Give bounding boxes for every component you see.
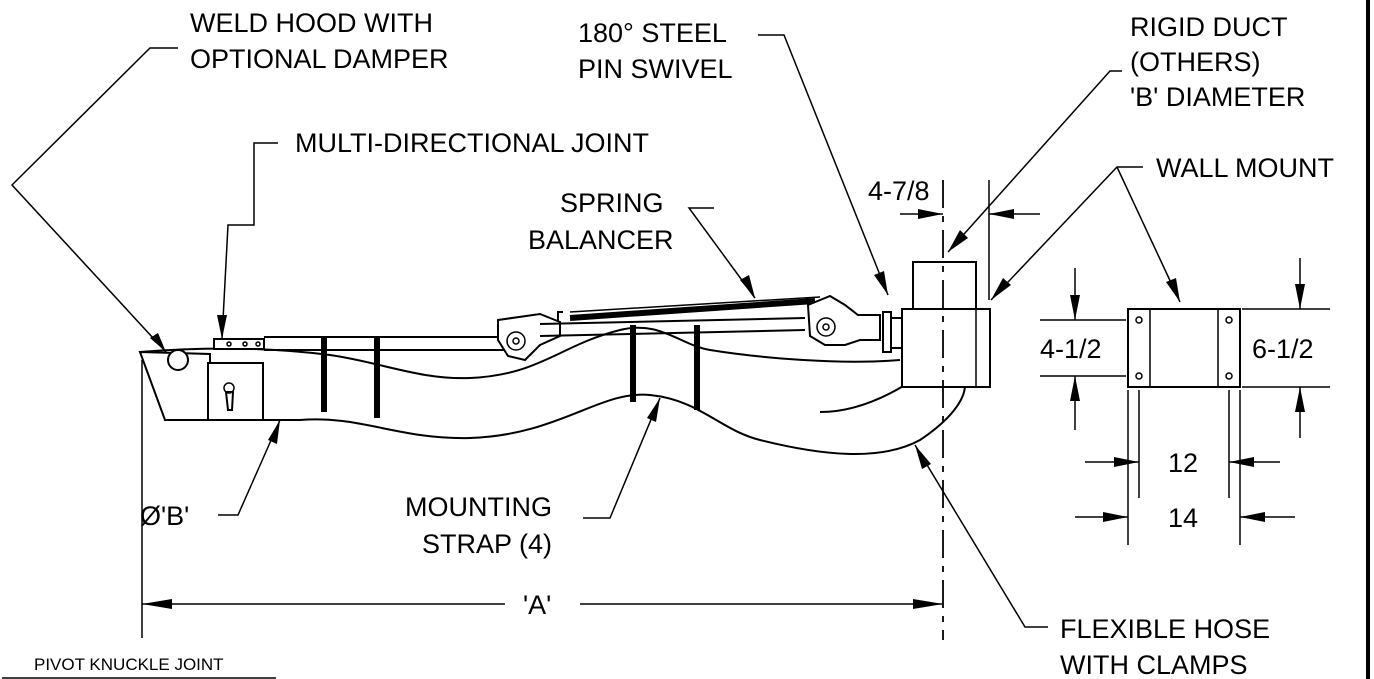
callout-spring-balancer-line2: BALANCER — [528, 225, 674, 255]
wall-mount-front — [1040, 258, 1330, 545]
callout-mounting-strap-line2: STRAP (4) — [422, 529, 552, 559]
dim-mount-height-outer: 6-1/2 — [1252, 334, 1314, 364]
dim-mount-width-inner: 12 — [1168, 448, 1198, 478]
dim-mount-width-outer: 14 — [1168, 503, 1198, 533]
label-pivot-knuckle-joint: PIVOT KNUCKLE JOINT — [34, 655, 224, 674]
callout-multi-directional-joint: MULTI-DIRECTIONAL JOINT — [295, 128, 649, 158]
callout-rigid-duct-line2: (OTHERS) — [1130, 47, 1261, 77]
callout-wall-mount: WALL MOUNT — [1156, 153, 1334, 183]
wall-mount-side — [901, 261, 991, 388]
callout-rigid-duct-line1: RIGID DUCT — [1130, 12, 1288, 42]
callout-mounting-strap-line1: MOUNTING — [405, 492, 552, 522]
callout-spring-balancer-line1: SPRING — [560, 188, 664, 218]
weld-hood — [138, 349, 264, 421]
callout-rigid-duct-line3: 'B' DIAMETER — [1130, 82, 1305, 112]
dim-mount-height-inner: 4-1/2 — [1040, 334, 1102, 364]
support-arm — [213, 294, 904, 362]
dim-wall-offset: 4-7/8 — [868, 176, 930, 206]
callout-pin-swivel-line1: 180° STEEL — [578, 18, 727, 48]
callout-weld-hood-line2: OPTIONAL DAMPER — [190, 44, 449, 74]
callout-flexible-hose-line2: WITH CLAMPS — [1060, 650, 1248, 679]
callout-pin-swivel-line2: PIN SWIVEL — [578, 54, 733, 84]
flexible-hose — [139, 326, 966, 455]
callout-weld-hood-line1: WELD HOOD WITH — [190, 8, 433, 38]
mounting-straps — [321, 325, 700, 418]
dim-overall-length-a: 'A' — [523, 590, 551, 620]
dimension-lines — [141, 180, 1040, 640]
callout-flexible-hose-line1: FLEXIBLE HOSE — [1060, 614, 1270, 644]
callout-diameter-b: Ø'B' — [140, 501, 189, 531]
leader-lines — [2, 34, 1181, 679]
